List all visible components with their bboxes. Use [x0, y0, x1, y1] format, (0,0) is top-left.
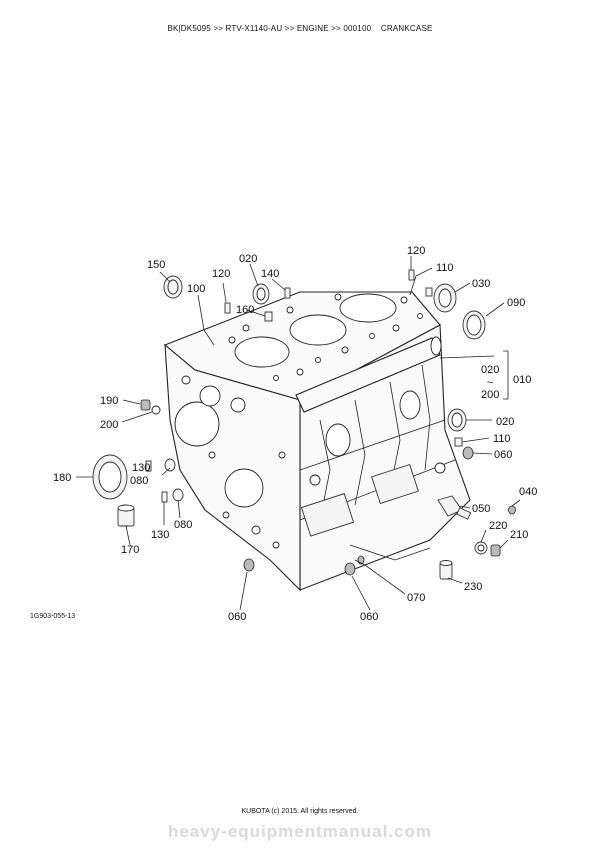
callout-220: 220	[489, 520, 507, 532]
callout-180: 180	[53, 472, 71, 484]
callout-140: 140	[261, 268, 279, 280]
callout-020b: 020	[481, 364, 499, 376]
callout-160: 160	[236, 304, 254, 316]
part-210-plug	[490, 544, 501, 557]
part-190-plug	[140, 399, 151, 411]
breadcrumb: BK|DK5095 >> RTV-X1140-AU >> ENGINE >> 0…	[167, 24, 433, 33]
range-mark: ~	[487, 377, 493, 389]
callout-020c: 020	[496, 416, 514, 428]
callout-labels: 150 100 120 020 140 160 120 110 030 090 …	[53, 245, 537, 623]
callout-200b: 200	[481, 389, 499, 401]
callout-230: 230	[464, 581, 482, 593]
callout-060b: 060	[228, 611, 246, 623]
part-030-plug	[433, 283, 457, 313]
crankcase-block	[163, 291, 471, 592]
callout-170: 170	[121, 544, 139, 556]
callout-080b: 080	[174, 519, 192, 531]
copyright-text: KUBOTA (c) 2015. All rights reserved.	[241, 808, 359, 815]
part-090-plug	[462, 310, 486, 340]
callout-030: 030	[472, 278, 490, 290]
part-200-gasket	[151, 405, 161, 415]
part-020-plug-top	[252, 283, 270, 305]
callout-130b: 130	[151, 529, 169, 541]
callout-080a: 080	[130, 475, 148, 487]
watermark: heavy-equipmentmanual.com	[167, 822, 432, 841]
callout-060a: 060	[494, 449, 512, 461]
figure-code: 1G903-055-13	[30, 613, 76, 620]
part-020-plug-side	[447, 408, 467, 432]
callout-010: 010	[513, 374, 531, 386]
callout-120a: 120	[212, 268, 230, 280]
callout-120b: 120	[407, 245, 425, 257]
callout-190: 190	[100, 395, 118, 407]
callout-150a: 150	[147, 259, 165, 271]
callout-110b: 110	[493, 433, 511, 445]
part-230-plug	[439, 560, 453, 580]
part-180-oil-seal	[92, 454, 128, 500]
part-220-gasket	[474, 541, 488, 555]
callout-020a: 020	[239, 253, 257, 265]
part-150-plug	[163, 275, 183, 299]
callout-200a: 200	[100, 419, 118, 431]
callout-040: 040	[519, 486, 537, 498]
callout-050: 050	[472, 503, 490, 515]
callout-100: 100	[187, 283, 205, 295]
callout-130a: 130	[132, 462, 150, 474]
callout-060c: 060	[360, 611, 378, 623]
callout-110a: 110	[436, 262, 454, 274]
leader-lines	[76, 256, 521, 611]
part-050-oil-pressure-switch	[437, 495, 472, 520]
part-170-bushing	[117, 504, 135, 527]
callout-090: 090	[507, 297, 525, 309]
callout-210: 210	[510, 529, 528, 541]
pins	[145, 269, 516, 515]
callout-070: 070	[407, 592, 425, 604]
